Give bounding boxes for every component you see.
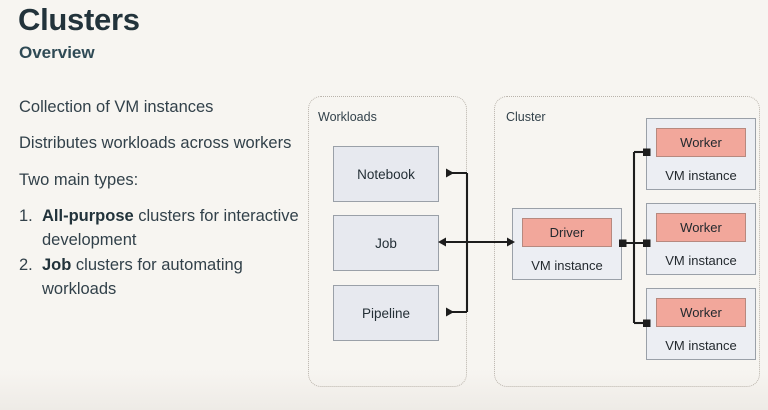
list-item-bold: Job — [42, 256, 72, 275]
list-item: 1. All-purpose clusters for interactive d… — [19, 205, 304, 252]
cluster-types-list: 1. All-purpose clusters for interactive d… — [19, 205, 304, 301]
list-item-number: 1. — [19, 207, 33, 226]
workloads-panel-label: Workloads — [318, 110, 377, 124]
list-item: 2. Job clusters for automating workloads — [19, 254, 304, 301]
worker-node-2[interactable]: Worker VM instance — [646, 203, 756, 275]
workload-box-pipeline[interactable]: Pipeline — [333, 285, 439, 341]
page-title: Clusters — [18, 2, 140, 37]
page-subtitle: Overview — [19, 43, 95, 62]
cluster-panel-label: Cluster — [506, 110, 546, 124]
worker-vm-label: VM instance — [665, 253, 737, 268]
bullet-distributes: Distributes workloads across workers — [19, 134, 292, 153]
list-item-text: clusters for automating workloads — [42, 256, 243, 298]
worker-node-3[interactable]: Worker VM instance — [646, 288, 756, 360]
worker-vm-label: VM instance — [665, 338, 737, 353]
list-item-text: clusters for interactive development — [42, 207, 299, 249]
worker-chip: Worker — [656, 128, 746, 157]
worker-vm-label: VM instance — [665, 168, 737, 183]
worker-node-1[interactable]: Worker VM instance — [646, 118, 756, 190]
worker-chip: Worker — [656, 298, 746, 327]
body-text: Collection of VM instances Distributes w… — [19, 96, 304, 303]
list-item-bold: All-purpose — [42, 207, 134, 226]
workload-box-notebook[interactable]: Notebook — [333, 146, 439, 202]
bullet-two-types: Two main types: — [19, 170, 139, 189]
worker-chip: Worker — [656, 213, 746, 242]
driver-chip: Driver — [522, 218, 612, 247]
workload-box-job[interactable]: Job — [333, 215, 439, 271]
list-item-number: 2. — [19, 256, 33, 275]
driver-vm-label: VM instance — [531, 258, 603, 273]
bullet-collection: Collection of VM instances — [19, 98, 214, 116]
driver-node[interactable]: Driver VM instance — [512, 208, 622, 280]
